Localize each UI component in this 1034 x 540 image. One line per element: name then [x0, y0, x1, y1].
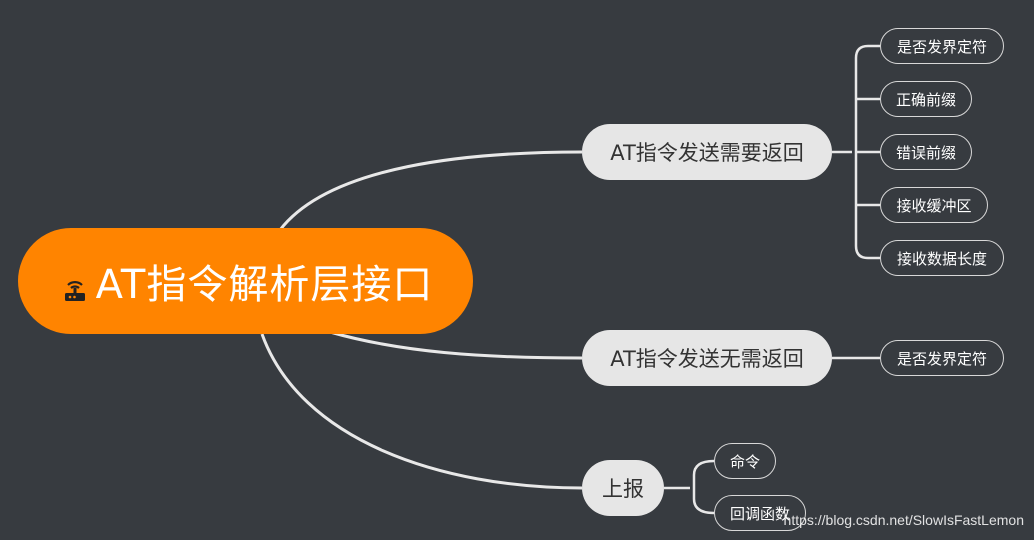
watermark-url: https://blog.csdn.net/SlowIsFastLemon	[783, 512, 1024, 528]
link-root-branch-3	[260, 333, 583, 490]
leaf-correct-prefix[interactable]: 正确前缀	[880, 81, 972, 117]
root-label: AT指令解析层接口	[95, 262, 434, 308]
link-root-branch-2	[329, 330, 583, 360]
leaf-label: 是否发界定符	[896, 349, 987, 368]
branch-at-send-no-response[interactable]: AT指令发送无需返回	[582, 330, 832, 386]
router-icon	[62, 267, 88, 301]
leaf-error-prefix[interactable]: 错误前缀	[880, 134, 972, 170]
branch-label: AT指令发送需要返回	[610, 141, 804, 165]
branch-label: 上报	[602, 477, 644, 501]
leaf-label: 命令	[729, 452, 760, 471]
leaf-callback[interactable]: 回调函数	[714, 495, 806, 531]
leaf-label: 接收缓冲区	[896, 196, 972, 215]
branch-label: AT指令发送无需返回	[610, 347, 804, 371]
leaf-receive-buffer[interactable]: 接收缓冲区	[880, 187, 988, 223]
leaf-label: 正确前缀	[895, 90, 956, 109]
link-branch-3-bracket	[692, 459, 715, 515]
leaf-delimiter-no-response[interactable]: 是否发界定符	[880, 340, 1004, 376]
leaf-receive-length[interactable]: 接收数据长度	[880, 240, 1004, 276]
link-root-branch-1	[278, 150, 583, 231]
leaf-label: 是否发界定符	[896, 37, 987, 56]
leaf-label: 错误前缀	[895, 143, 956, 162]
root-topic[interactable]: AT指令解析层接口	[18, 228, 473, 334]
leaf-delimiter[interactable]: 是否发界定符	[880, 28, 1004, 64]
branch-at-send-with-response[interactable]: AT指令发送需要返回	[582, 124, 832, 180]
branch-report[interactable]: 上报	[582, 460, 664, 516]
leaf-command[interactable]: 命令	[714, 443, 776, 479]
leaf-label: 接收数据长度	[896, 249, 987, 268]
leaf-label: 回调函数	[729, 504, 790, 523]
